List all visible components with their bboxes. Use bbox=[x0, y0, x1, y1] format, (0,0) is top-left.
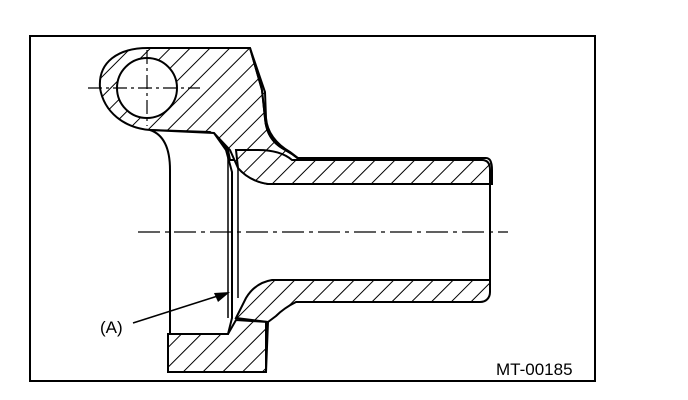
upper-shaft-wall bbox=[234, 149, 491, 185]
lower-shaft-wall bbox=[234, 279, 491, 324]
figure-code: MT-00185 bbox=[496, 360, 573, 379]
callout-leader-line bbox=[132, 293, 225, 324]
callout-arrowhead bbox=[214, 292, 230, 302]
callout-label-a: (A) bbox=[100, 318, 123, 337]
